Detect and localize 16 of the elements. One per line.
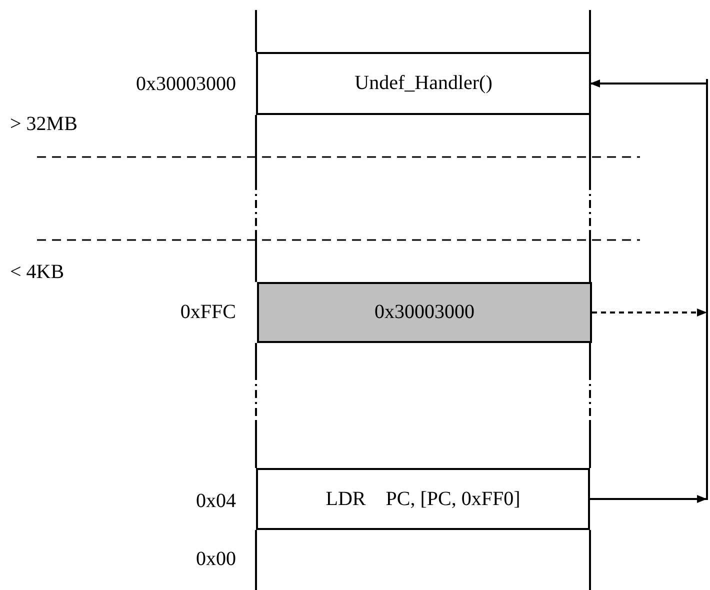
size-label: < 4KB (10, 260, 64, 284)
cell-text: Undef_Handler() (354, 72, 492, 95)
address-label: 0x30003000 (136, 72, 236, 96)
cell-text: LDR PC, [PC, 0xFF0] (326, 488, 520, 510)
arrow (592, 308, 707, 316)
address-label: 0x00 (196, 547, 236, 571)
cell-text: 0x30003000 (374, 301, 474, 324)
memory-cell (256, 52, 591, 115)
address-label: 0x04 (196, 489, 236, 513)
memory-cell (256, 468, 590, 530)
size-label: > 32MB (10, 112, 78, 136)
address-label: 0xFFC (180, 300, 236, 324)
arrow (590, 495, 707, 503)
highlighted-memory-cell (257, 282, 592, 343)
arrow (590, 80, 706, 88)
vertical-line (706, 79, 708, 500)
